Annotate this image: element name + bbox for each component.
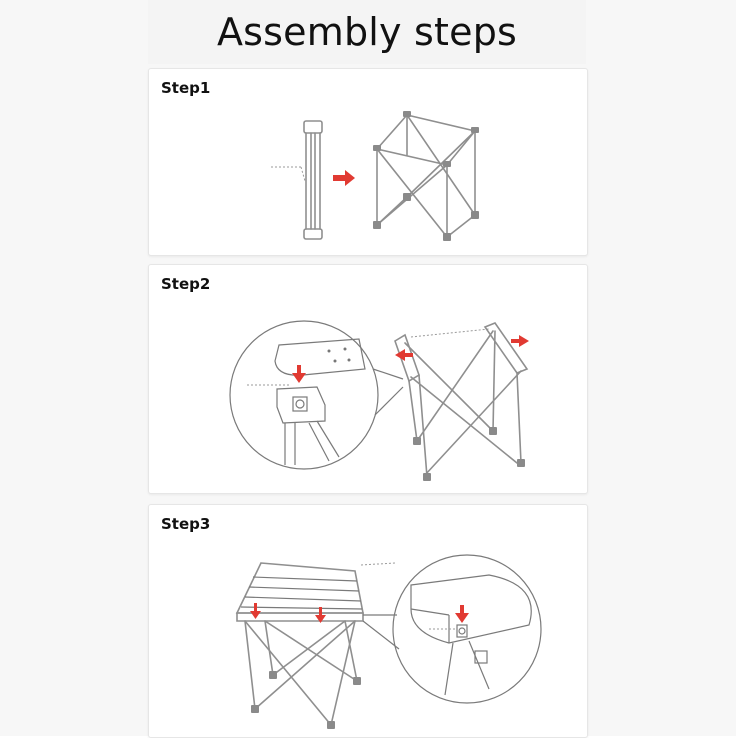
step-3-panel: Step3: [148, 504, 588, 738]
step-2-panel: Step2: [148, 264, 588, 494]
arrow-right-icon: [511, 335, 529, 347]
step-3-illustration: [149, 505, 587, 737]
step-1-illustration: [149, 69, 587, 255]
detail-zoom-circle: [230, 321, 403, 469]
unfolded-frame: [373, 111, 479, 241]
page-title: Assembly steps: [217, 10, 517, 54]
arrow-down-icon: [455, 605, 469, 623]
step-2-illustration: [149, 265, 587, 493]
frame-with-corners: [395, 323, 529, 481]
arrow-right-icon: [333, 170, 355, 186]
arrow-down-icon: [250, 603, 261, 619]
folded-stool: [271, 121, 322, 239]
detail-zoom-circle: [363, 555, 541, 703]
assembled-stool: [237, 563, 395, 729]
arrow-down-icon: [292, 365, 306, 383]
page-header: Assembly steps: [148, 0, 586, 64]
step-1-panel: Step1: [148, 68, 588, 256]
